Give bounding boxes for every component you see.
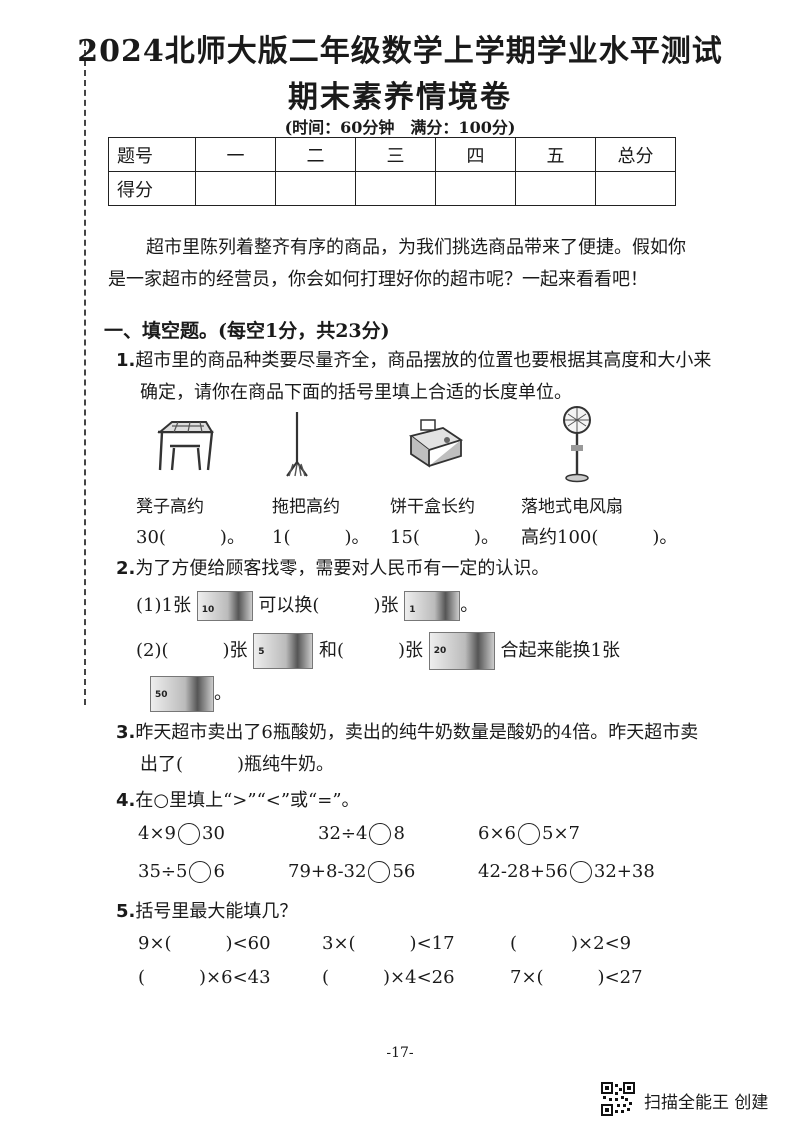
item-label: 凳子高约 (136, 497, 204, 517)
floor-fan-icon (563, 406, 591, 483)
score-entry-cell[interactable] (515, 171, 596, 206)
question-text: 为了方便给顾客找零，需要对人民币有一定的认识。 (135, 558, 550, 579)
banknote-10-icon: 10 (196, 591, 253, 621)
question-number: 5. (116, 901, 136, 922)
compare-circle[interactable] (369, 823, 392, 845)
score-entry-cell[interactable] (595, 171, 676, 206)
compare-circle[interactable] (178, 823, 200, 845)
answer-blank[interactable]: 9×( )<60 (138, 933, 271, 954)
compare-circle[interactable] (368, 861, 391, 883)
score-table: 题号 一 二 三 四 五 总分 得分 (108, 137, 676, 206)
question-3: 3.昨天超市卖出了6瓶酸奶，卖出的纯牛奶数量是酸奶的4倍。昨天超市卖出了( )瓶… (116, 717, 712, 781)
compare-circle[interactable] (569, 861, 592, 883)
exam-title: 2024北师大版二年级数学上学期学业水平测试 (77, 34, 723, 69)
score-entry-cell[interactable] (355, 171, 436, 206)
text-segment: 。 (460, 595, 479, 616)
item-label: 饼干盒长约 (390, 497, 475, 517)
question-text: 在○里填上“>”“<”或“=”。 (135, 790, 360, 811)
binding-line (84, 40, 86, 705)
score-table-header-row: 题号 一 二 三 四 五 总分 (108, 137, 676, 172)
compare-circle[interactable] (189, 861, 212, 883)
banknote-1-icon: 1 (404, 591, 461, 621)
answer-blank[interactable]: ( )×4<26 (322, 967, 455, 988)
question-number: 3. (116, 722, 136, 743)
table-cell: 三 (355, 137, 436, 172)
question-5: 5.括号里最大能填几？ (116, 896, 297, 928)
text-segment: (1)1张 (136, 595, 191, 616)
page-number: -17- (386, 1045, 414, 1061)
table-cell: 四 (435, 137, 516, 172)
question-1: 1.超市里的商品种类要尽量齐全，商品摆放的位置也要根据其高度和大小来确定，请你在… (116, 345, 712, 409)
question-2-part-2-cont: 50。 (150, 676, 232, 712)
item-label: 落地式电风扇 (521, 497, 623, 517)
banknote-20-icon: 20 (428, 632, 495, 670)
question-number: 2. (116, 558, 136, 579)
section-heading: 一、填空题。(每空1分，共23分) (104, 320, 390, 342)
table-cell: 五 (515, 137, 596, 172)
exam-subtitle: 期末素养情境卷 (288, 80, 512, 115)
qr-code-icon (601, 1082, 635, 1116)
stool-icon (157, 421, 214, 471)
question-number: 4. (116, 790, 136, 811)
answer-blank[interactable]: 15( )。 (390, 527, 499, 548)
item-label: 拖把高约 (272, 497, 340, 517)
question-4: 4.在○里填上“>”“<”或“=”。 (116, 785, 360, 817)
score-entry-cell[interactable] (275, 171, 356, 206)
time-info: (时间：60分钟 满分：100分) (284, 118, 516, 137)
question-2-part-1: (1)1张 10 可以换( )张 1。 (136, 590, 478, 622)
answer-blank[interactable]: 30( )。 (136, 527, 245, 548)
score-table-score-row: 得分 (108, 171, 676, 206)
question-2: 2.为了方便给顾客找零，需要对人民币有一定的认识。 (116, 553, 549, 585)
scanner-brand: 扫描全能王 创建 (644, 1093, 769, 1113)
question-text: 括号里最大能填几？ (135, 901, 298, 922)
score-entry-cell[interactable] (435, 171, 516, 206)
text-segment: 合起来能换1张 (500, 640, 620, 661)
answer-blank[interactable]: 可以换( )张 (258, 595, 399, 616)
banknote-50-icon: 50 (150, 676, 214, 712)
mop-icon (286, 412, 308, 477)
score-entry-cell[interactable] (195, 171, 276, 206)
answer-blank[interactable]: 1( )。 (272, 527, 370, 548)
table-cell: 二 (275, 137, 356, 172)
table-cell: 总分 (595, 137, 676, 172)
table-cell: 一 (195, 137, 276, 172)
answer-blank[interactable]: 和( )张 (319, 640, 424, 661)
answer-blank[interactable]: 3×( )<17 (322, 933, 455, 954)
question-text: 超市里的商品种类要尽量齐全，商品摆放的位置也要根据其高度和大小来确定，请你在商品… (135, 350, 712, 403)
question-text[interactable]: 昨天超市卖出了6瓶酸奶，卖出的纯牛奶数量是酸奶的4倍。昨天超市卖出了( )瓶纯牛… (135, 722, 699, 775)
question-2-part-2: (2)( )张 5 和( )张 20 合起来能换1张 (136, 632, 620, 670)
table-cell: 得分 (108, 171, 196, 206)
compare-circle[interactable] (518, 823, 540, 845)
answer-blank[interactable]: 7×( )<27 (510, 967, 643, 988)
answer-blank[interactable]: (2)( )张 (136, 640, 248, 661)
biscuit-box-icon (408, 419, 464, 468)
question-number: 1. (116, 350, 136, 371)
answer-blank[interactable]: ( )×2<9 (510, 933, 632, 954)
intro-paragraph: 超市里陈列着整齐有序的商品，为我们挑选商品带来了便捷。假如你是一家超市的经营员，… (108, 237, 686, 290)
answer-blank[interactable]: 高约100( )。 (521, 527, 678, 548)
text-segment: 。 (214, 683, 232, 704)
answer-blank[interactable]: ( )×6<43 (138, 967, 271, 988)
table-cell: 题号 (108, 137, 196, 172)
banknote-5-icon: 5 (253, 633, 314, 669)
